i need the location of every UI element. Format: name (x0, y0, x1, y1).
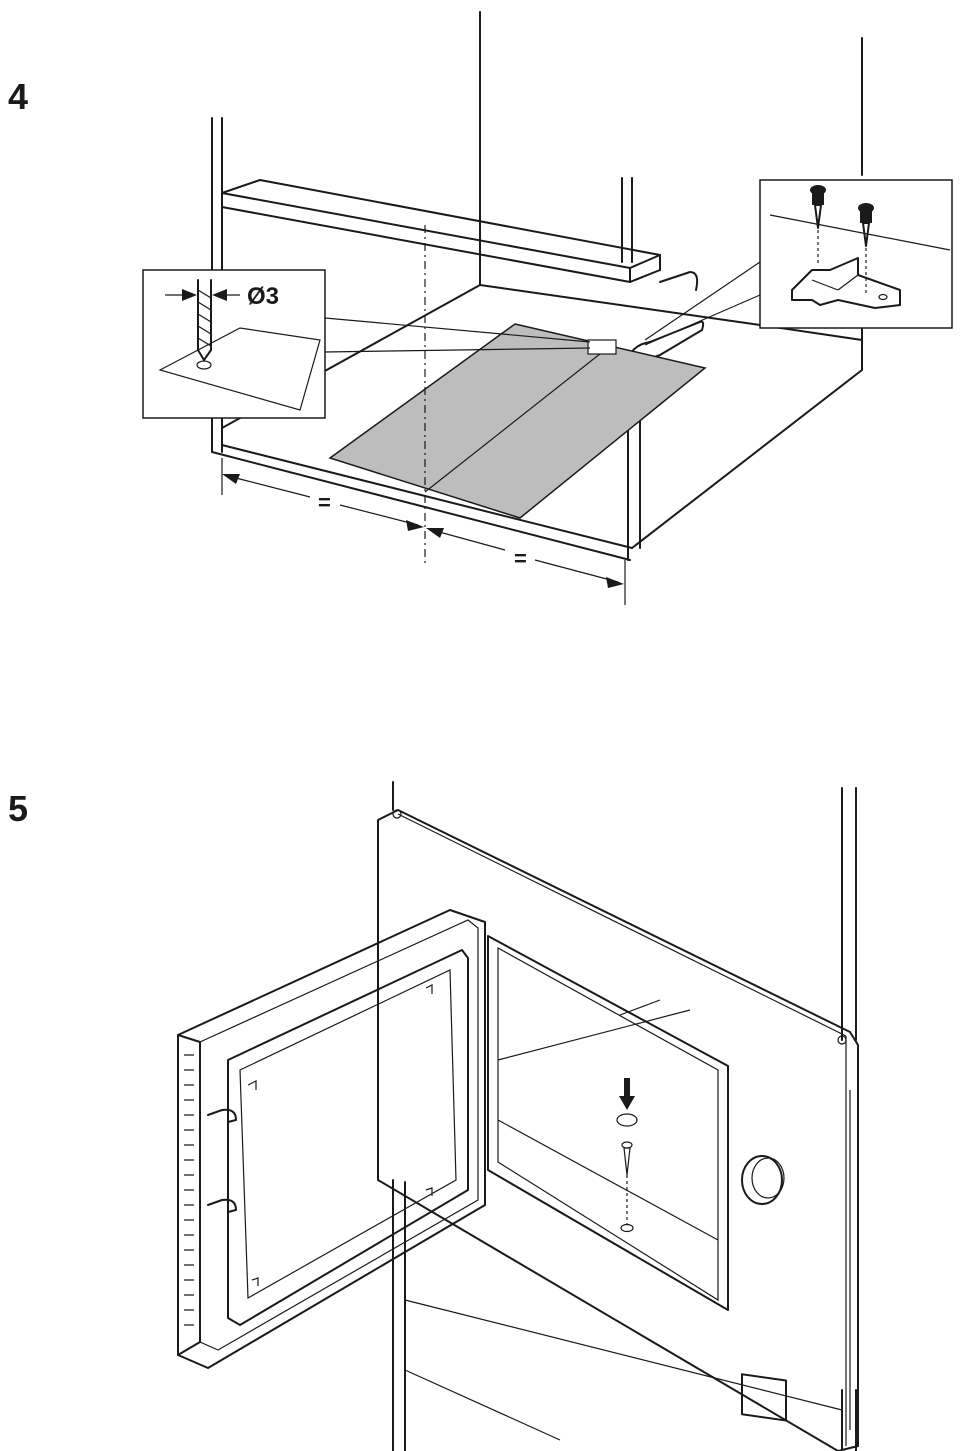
microwave-door (177, 909, 486, 1369)
step-5-number: 5 (8, 788, 29, 829)
screw-icon (810, 185, 826, 265)
microwave-front-frame (377, 809, 859, 1451)
down-arrow-icon (619, 1078, 635, 1110)
dimension-equal-left: = (318, 490, 331, 515)
cover-cap-icon (616, 1113, 638, 1127)
drill-bit-icon (197, 279, 212, 361)
dimension-lines (221, 458, 626, 605)
step-4-number: 4 (8, 76, 29, 117)
cabinet-outline (392, 781, 857, 1451)
drill-diameter-label: Ø3 (247, 283, 279, 310)
drill-detail-inset: Ø3 (142, 269, 591, 419)
control-knob-icon (741, 1155, 785, 1205)
template-mark (587, 339, 617, 355)
mounting-bracket-icon (791, 257, 901, 309)
bracket-detail-inset (644, 179, 953, 346)
microwave-installation-diagram (177, 781, 859, 1451)
cabinet-installation-diagram: = = Ø3 (142, 11, 953, 605)
screw-icon (858, 203, 874, 295)
control-display (741, 1373, 787, 1422)
paper-template (328, 323, 707, 519)
screw-icon (620, 1141, 634, 1233)
dimension-equal-right: = (514, 546, 527, 571)
oven-cavity (487, 935, 729, 1311)
